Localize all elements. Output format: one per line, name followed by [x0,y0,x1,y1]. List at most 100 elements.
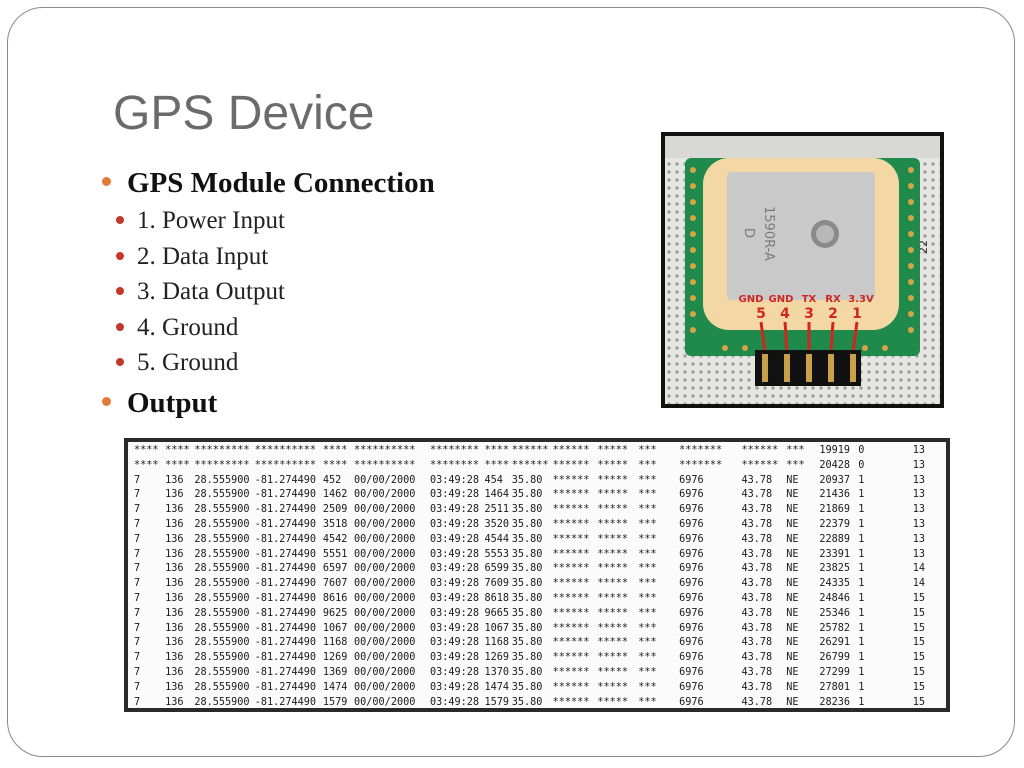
table-cell: 28.555900 [194,518,250,530]
table-cell: ***** [597,652,629,664]
sub-bullet-ground-5: 5. Ground [106,345,660,381]
table-cell: *** [638,637,657,649]
table-cell: -81.274490 [254,637,317,649]
table-cell: ***** [597,563,629,575]
table-cell: 1 [858,504,865,516]
table-cell: -81.274490 [254,681,317,693]
terminal-content: ****************************************… [128,442,946,708]
table-cell: ****** [552,518,590,530]
table-cell: 1 [858,548,865,560]
table-cell: 136 [165,489,184,501]
table-cell: 1474 [484,681,509,693]
table-cell: 7 [134,578,141,590]
table-cell: 00/00/2000 [354,607,416,619]
table-cell: ********* [194,445,250,456]
table-cell: 8618 [484,592,509,604]
table-cell: 20428 [819,459,850,471]
table-cell: 2511 [484,504,509,516]
table-cell: 1 [858,637,865,649]
table-cell: 136 [165,622,184,634]
table-cell: 1067 [484,622,509,634]
table-cell: 00/00/2000 [354,592,416,604]
table-cell: 03:49:28 [429,578,480,590]
table-cell: ****** [552,666,590,678]
table-cell: 1 [858,518,865,530]
table-cell: 136 [165,563,184,575]
table-cell: 6976 [679,563,704,575]
table-cell: **** [134,445,159,456]
table-cell: -81.274490 [254,504,317,516]
table-cell: **** [134,459,159,471]
table-cell: NE [786,652,799,664]
table-cell: 13 [912,533,926,545]
table-cell: **** [165,459,190,471]
table-cell: -81.274490 [254,622,317,634]
table-cell: 1579 [322,696,348,708]
table-cell: *** [638,445,657,456]
table-cell: *** [638,474,657,486]
pin-label-gnd-5: GND [739,294,764,305]
table-cell: 35.80 [511,489,543,501]
table-cell: ****** [552,459,590,471]
table-cell: 7 [134,607,141,619]
table-cell: ****** [552,637,590,649]
chip-sub-text: D [741,228,756,238]
table-cell: 1462 [322,489,348,501]
table-cell: 21436 [819,489,850,501]
table-cell: 03:49:28 [429,474,480,486]
gps-output-terminal: ****************************************… [124,438,950,712]
table-cell: 00/00/2000 [354,548,416,560]
table-cell: ***** [597,474,629,486]
table-cell: 7 [134,681,141,693]
table-cell: 35.80 [511,622,543,634]
table-cell: ****** [741,459,779,471]
table-cell: 28.555900 [194,696,250,708]
table-cell: 1 [858,666,865,678]
table-cell: NE [786,607,799,619]
table-cell: 6976 [679,622,704,634]
table-cell: NE [786,666,799,678]
table-cell: 03:49:28 [429,637,480,649]
table-cell: 28.555900 [194,563,250,575]
table-cell: ********** [354,445,416,456]
table-cell: ****** [552,474,590,486]
table-cell: -81.274490 [254,563,317,575]
table-cell: 136 [165,696,184,708]
table-cell: 136 [165,607,184,619]
table-cell: 6976 [679,474,704,486]
table-cell: 6976 [679,637,704,649]
table-cell: 7 [134,474,141,486]
table-cell: 21869 [819,504,850,516]
table-cell: ********** [354,459,416,471]
table-cell: 9625 [322,607,348,619]
table-cell: NE [786,474,799,486]
table-cell: 136 [165,652,184,664]
table-cell: ***** [597,533,629,545]
table-cell: -81.274490 [254,489,317,501]
table-cell: **** [484,445,509,456]
table-cell: 1269 [322,652,348,664]
table-cell: 136 [165,666,184,678]
sub-bullet-data-output: 3. Data Output [106,274,660,310]
table-cell: 1 [858,563,865,575]
table-cell: 03:49:28 [429,622,480,634]
pin-label-3v3: 3.3V [848,294,874,305]
table-cell: 6976 [679,578,704,590]
table-cell: 136 [165,681,184,693]
table-cell: 7 [134,504,141,516]
pin-label-tx: TX [802,294,817,305]
table-cell: NE [786,563,799,575]
sub-bullet-container: 1. Power Input 2. Data Input 3. Data Out… [100,203,660,381]
table-cell: ****** [552,652,590,664]
table-cell: 26291 [819,637,850,649]
table-cell: 6976 [679,548,704,560]
table-cell: ********* [194,459,250,471]
table-cell: ***** [597,622,629,634]
